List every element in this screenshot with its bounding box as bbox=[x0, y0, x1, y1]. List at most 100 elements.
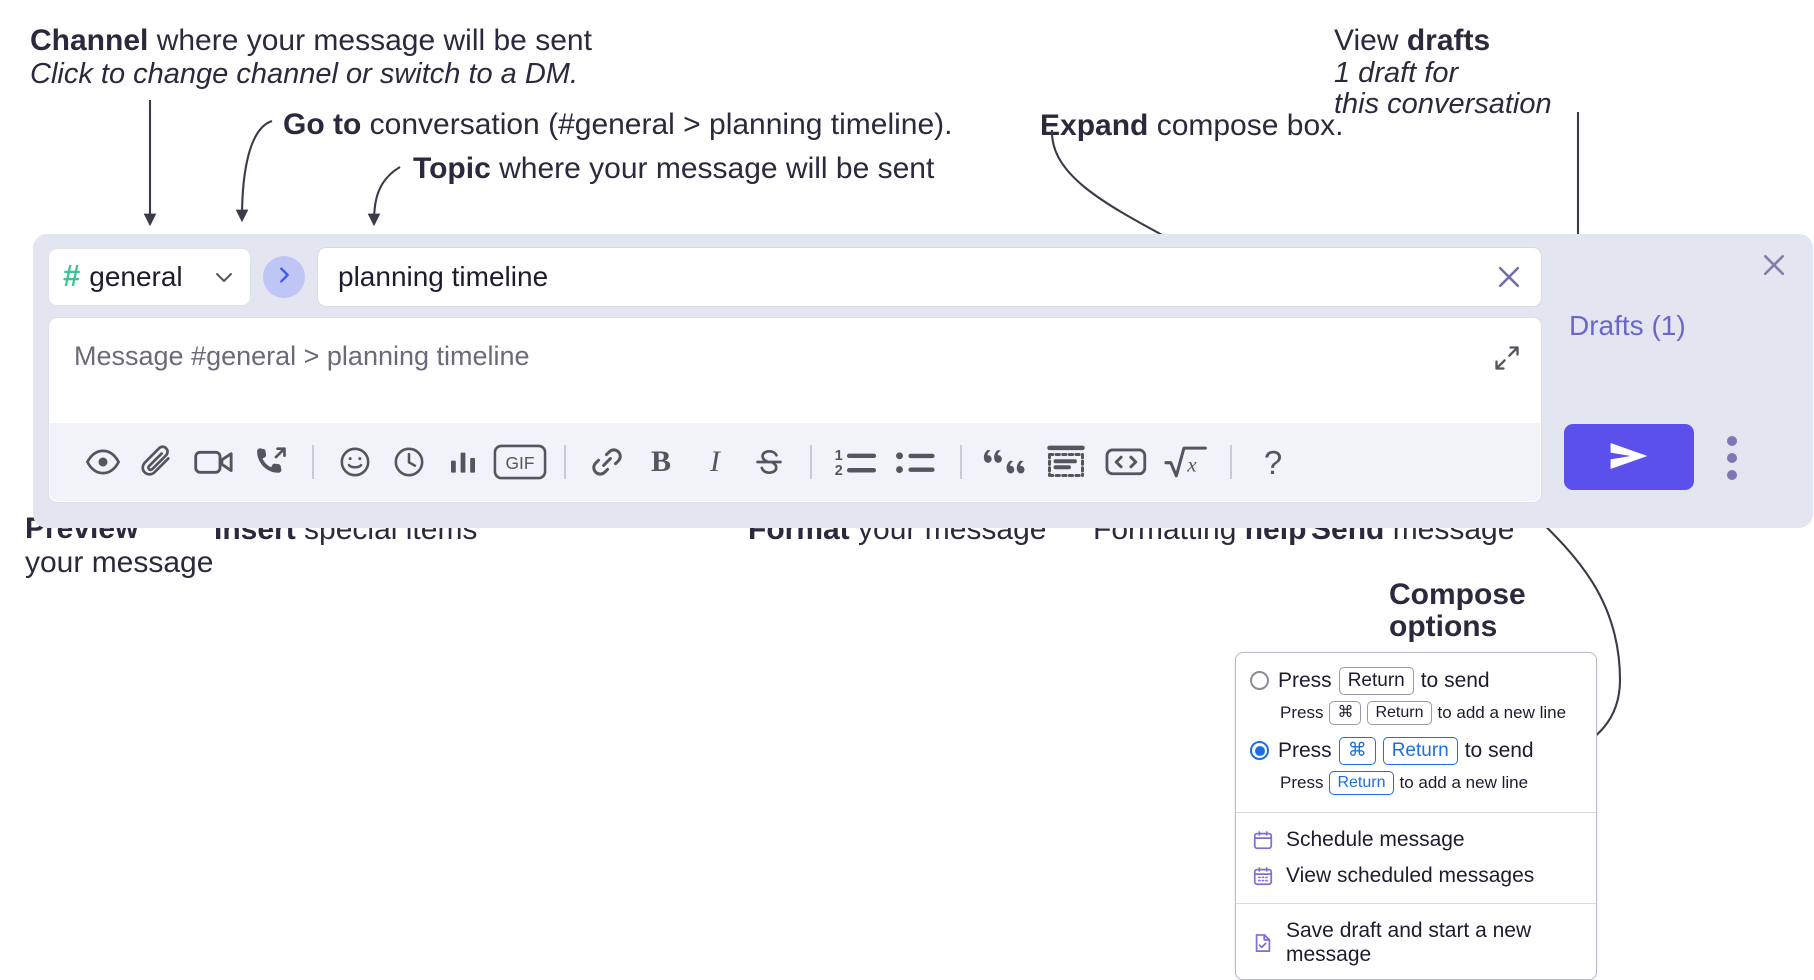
code-block-button[interactable] bbox=[1036, 435, 1096, 489]
gif-button[interactable]: GIF bbox=[490, 435, 550, 489]
menu-item-view-scheduled-messages[interactable]: View scheduled messages bbox=[1236, 858, 1596, 894]
separator-2 bbox=[564, 445, 566, 479]
italic-button[interactable]: I bbox=[710, 445, 720, 478]
formatting-help-button[interactable]: ? bbox=[1263, 443, 1283, 481]
option-press-return-to-send[interactable]: Press Return to send bbox=[1236, 663, 1596, 699]
menu-item-label: View scheduled messages bbox=[1286, 863, 1535, 887]
svg-text:2: 2 bbox=[835, 463, 843, 479]
option-label: Press ⌘ Return to send bbox=[1278, 736, 1534, 765]
option-sub-newline-1: Press ⌘ Return to add a new line bbox=[1236, 699, 1596, 733]
vertical-dots-icon bbox=[1727, 436, 1737, 446]
document-check-icon bbox=[1252, 932, 1274, 954]
poll-button[interactable] bbox=[436, 435, 490, 489]
annotation-expand-rest: compose box. bbox=[1148, 109, 1344, 142]
key-return: Return bbox=[1338, 667, 1414, 695]
option-sub-suffix: to add a new line bbox=[1399, 772, 1529, 792]
annotation-compose-options-bold1: Compose bbox=[1389, 578, 1526, 611]
annotation-channel-bold: Channel bbox=[30, 24, 149, 57]
channel-selector[interactable]: # general bbox=[48, 248, 251, 306]
record-audio-button[interactable] bbox=[244, 435, 298, 489]
blockquote-button[interactable] bbox=[976, 435, 1036, 489]
annotation-drafts-bold: drafts bbox=[1406, 24, 1491, 57]
compose-panel: # general bbox=[33, 234, 1813, 528]
menu-divider bbox=[1236, 902, 1596, 904]
option-suffix: to send bbox=[1464, 738, 1534, 762]
ordered-list-button[interactable]: 1 2 bbox=[826, 435, 886, 489]
inline-code-button[interactable] bbox=[1096, 435, 1156, 489]
calendar-grid-icon bbox=[1252, 865, 1274, 887]
strikethrough-button[interactable] bbox=[742, 435, 796, 489]
bold-button[interactable]: B bbox=[650, 445, 671, 478]
annotation-drafts-prefix: View bbox=[1334, 24, 1407, 57]
send-paper-plane-icon bbox=[1606, 438, 1652, 477]
annotation-compose-options-bold2: options bbox=[1389, 610, 1498, 643]
vertical-dots-icon bbox=[1727, 470, 1737, 480]
key-command: ⌘ bbox=[1338, 736, 1376, 765]
chevron-down-icon bbox=[212, 265, 236, 289]
attach-file-button[interactable] bbox=[130, 435, 184, 489]
option-press-cmd-return-to-send[interactable]: Press ⌘ Return to send bbox=[1236, 733, 1596, 769]
annotation-channel-rest: where your message will be sent bbox=[148, 24, 592, 57]
topic-clear-button[interactable] bbox=[1487, 255, 1531, 299]
radio-icon[interactable] bbox=[1250, 671, 1269, 691]
annotation-topic-bold: Topic bbox=[413, 152, 491, 185]
option-suffix: to send bbox=[1420, 668, 1490, 692]
key-return: Return bbox=[1367, 700, 1432, 725]
separator-3 bbox=[810, 445, 812, 479]
annotation-goto-rest: conversation (#general > planning timeli… bbox=[361, 108, 953, 141]
key-return: Return bbox=[1382, 736, 1458, 765]
channel-name-label: general bbox=[89, 261, 183, 292]
compose-inner: # general bbox=[48, 247, 1542, 512]
annotation-channel-line1: Channel where your message will be sent bbox=[30, 22, 592, 60]
annotation-expand: Expand compose box. bbox=[1040, 107, 1343, 145]
topic-input[interactable] bbox=[336, 260, 1487, 294]
option-prefix: Press bbox=[1278, 668, 1332, 692]
radio-icon-selected[interactable] bbox=[1250, 741, 1269, 761]
menu-item-schedule-message[interactable]: Schedule message bbox=[1236, 822, 1596, 858]
compose-header-row: # general bbox=[48, 247, 1542, 307]
annotation-channel-line2: Click to change channel or switch to a D… bbox=[30, 58, 579, 90]
annotation-topic-rest: where your message will be sent bbox=[490, 152, 935, 185]
menu-item-label: Save draft and start a new message bbox=[1286, 918, 1532, 966]
record-video-button[interactable] bbox=[184, 435, 244, 489]
annotation-drafts-line1: View drafts bbox=[1334, 22, 1490, 60]
compose-options-button[interactable] bbox=[1714, 430, 1750, 486]
topic-field[interactable] bbox=[317, 247, 1542, 307]
calendar-icon bbox=[1252, 829, 1274, 851]
option-sub-suffix: to add a new line bbox=[1437, 702, 1567, 722]
option-prefix: Press bbox=[1278, 738, 1332, 762]
svg-text:x: x bbox=[1186, 455, 1197, 477]
hash-icon: # bbox=[63, 258, 81, 293]
compose-options-menu: Press Return to send Press ⌘ Return to a… bbox=[1235, 652, 1597, 980]
menu-item-label: Schedule message bbox=[1286, 827, 1465, 851]
vertical-dots-icon bbox=[1727, 453, 1737, 463]
send-button[interactable] bbox=[1564, 424, 1694, 490]
separator-1 bbox=[312, 445, 314, 479]
schedule-button[interactable] bbox=[382, 435, 436, 489]
chevron-right-icon bbox=[273, 264, 295, 291]
preview-button[interactable] bbox=[76, 435, 130, 489]
bulleted-list-button[interactable] bbox=[886, 435, 946, 489]
math-button[interactable]: x bbox=[1156, 435, 1216, 489]
annotation-drafts-line2: 1 draft for bbox=[1334, 57, 1459, 89]
option-label: Press Return to send bbox=[1278, 667, 1490, 695]
go-to-conversation-button[interactable] bbox=[263, 256, 305, 298]
message-input[interactable] bbox=[49, 318, 1541, 423]
key-return: Return bbox=[1329, 770, 1394, 795]
panel-close-button[interactable] bbox=[1757, 248, 1791, 282]
emoji-button[interactable] bbox=[328, 435, 382, 489]
formatting-toolbar: GIF B I bbox=[50, 423, 1540, 501]
separator-5 bbox=[1230, 445, 1232, 479]
menu-item-save-draft[interactable]: Save draft and start a new message bbox=[1236, 913, 1596, 979]
annotation-drafts-line3: this conversation bbox=[1334, 88, 1552, 120]
message-editor: GIF B I bbox=[48, 317, 1542, 503]
link-button[interactable] bbox=[580, 435, 634, 489]
svg-text:1: 1 bbox=[835, 448, 843, 464]
expand-compose-button[interactable] bbox=[1487, 338, 1527, 378]
key-command: ⌘ bbox=[1329, 700, 1362, 725]
menu-divider bbox=[1236, 811, 1596, 813]
drafts-link[interactable]: Drafts (1) bbox=[1569, 310, 1686, 341]
svg-text:GIF: GIF bbox=[506, 453, 535, 473]
compose-right-column: Drafts (1) bbox=[1551, 248, 1781, 512]
annotation-expand-bold: Expand bbox=[1040, 109, 1149, 142]
